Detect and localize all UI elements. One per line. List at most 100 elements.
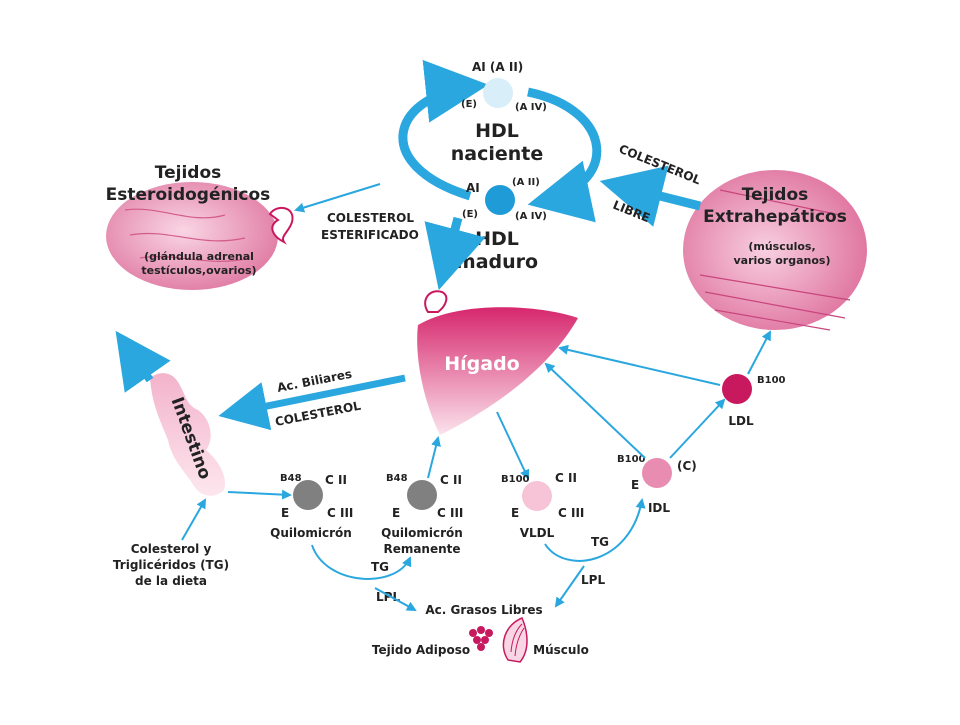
hdl-cycle-arrow-right	[527, 87, 602, 223]
idl-label: IDL	[648, 501, 670, 515]
ldl-b100: B100	[757, 375, 786, 386]
bile-arrow	[218, 374, 406, 431]
vldl-c3: C III	[558, 506, 584, 520]
vldl-particle	[522, 481, 552, 511]
ldl-to-extrahepatic-arrow	[747, 330, 771, 375]
steroid-sub-2: testículos,ovarios)	[141, 264, 256, 277]
vldl-b100: B100	[501, 474, 530, 485]
adipose-cell	[477, 643, 485, 651]
muscle-shape	[502, 617, 528, 663]
steroid-title-2: Esteroidogénicos	[106, 185, 271, 205]
fatty-acids-label: Ac. Grasos Libres	[425, 603, 542, 617]
idl-particle	[642, 458, 672, 488]
intestine-shape	[150, 373, 226, 496]
adipose-cell	[477, 626, 485, 634]
diet-label-2: Triglicéridos (TG)	[113, 558, 229, 572]
chylomicron-c2: C II	[325, 473, 347, 487]
muscle-outline	[502, 617, 528, 663]
vldl-lpl-label: LPL	[581, 573, 605, 587]
ldl-to-liver-arrow	[558, 344, 721, 386]
liver-label: Hígado	[444, 353, 520, 375]
hdl-mature-apo-e: (E)	[462, 209, 478, 220]
esterified-label-2: ESTERIFICADO	[321, 228, 419, 242]
chylomicron-c3: C III	[327, 506, 353, 520]
liver-shape	[417, 307, 578, 435]
liver-to-vldl-arrow	[496, 411, 530, 480]
diet-label-1: Colesterol y	[131, 542, 212, 556]
adipose-cell	[481, 636, 489, 644]
excretion-arrow	[115, 330, 171, 393]
chylo-tg-label: TG	[371, 560, 389, 574]
idl-to-ldl-arrow	[669, 398, 726, 459]
hdl-mature-apo-a4: (A IV)	[515, 211, 547, 222]
remnant-b48: B48	[386, 473, 408, 484]
chylo-lpl-label: LPL	[376, 590, 400, 604]
vldl-label: VLDL	[520, 526, 555, 540]
extrahepatic-tissue-texture	[699, 189, 851, 331]
free-cholesterol-label-2: LIBRE	[611, 198, 652, 225]
esterified-cholesterol-arrow	[294, 183, 381, 213]
steroid-receptor-shape	[268, 206, 294, 245]
idl-b100: B100	[617, 454, 646, 465]
ldl-particle	[722, 374, 752, 404]
extrahepatic-title-2: Extrahepáticos	[703, 207, 847, 227]
hdl-nascent-apo-e: (E)	[461, 99, 477, 110]
steroid-title-1: Tejidos	[155, 163, 222, 183]
free-cholesterol-arrow	[599, 165, 702, 227]
extrahepatic-title-1: Tejidos	[742, 185, 809, 205]
chylomicron-particle	[293, 480, 323, 510]
intestine-to-chylomicron-arrow	[227, 489, 292, 500]
vldl-fatty-acid-arrow	[554, 565, 585, 608]
remnant-particle	[407, 480, 437, 510]
muscle-fibers	[510, 623, 525, 657]
chylomicron-e: E	[281, 506, 289, 520]
chylo-fatty-acid-arrow	[374, 587, 417, 611]
extrahepatic-sub-2: varios organos)	[734, 254, 831, 267]
remnant-to-liver-arrow	[427, 436, 441, 479]
chylomicron-label: Quilomicrón	[270, 526, 352, 540]
hdl-mature-apo-a2: (A II)	[512, 177, 540, 188]
extrahepatic-sub-1: (músculos,	[748, 240, 815, 253]
gallbladder-shape	[424, 290, 448, 313]
steroid-tissue-shape	[106, 182, 278, 290]
diet-arrow	[181, 498, 206, 541]
remnant-c3: C III	[437, 506, 463, 520]
hdl-mature-particle	[485, 185, 515, 215]
idl-c: (C)	[677, 459, 697, 473]
remnant-label-1: Quilomicrón	[381, 526, 463, 540]
hdl-mature-label-2: maduro	[456, 251, 538, 273]
hdl-nascent-label-1: HDL	[475, 120, 519, 142]
intestine: Intestino	[150, 373, 226, 496]
adipose-cluster	[469, 626, 493, 651]
hdl-nascent-particle	[483, 78, 513, 108]
chylomicron-lpl-arrow	[311, 544, 412, 580]
hdl-nascent-apos-top: AI (A II)	[472, 60, 523, 74]
remnant-e: E	[392, 506, 400, 520]
idl-to-liver-arrow	[544, 362, 646, 459]
hdl-mature-apo-ai: AI	[466, 181, 480, 195]
free-cholesterol-label-1: COLESTEROL	[617, 142, 703, 188]
extrahepatic-tissue-shape	[683, 170, 867, 330]
vldl-e: E	[511, 506, 519, 520]
esterified-label-1: COLESTEROL	[327, 211, 414, 225]
steroid-sub-1: (glándula adrenal	[144, 250, 254, 263]
extrahepatic-tissue: Tejidos Extrahepáticos (músculos, varios…	[683, 170, 867, 331]
ldl-label: LDL	[728, 414, 754, 428]
adipose-cell	[469, 629, 477, 637]
remnant-label-2: Remanente	[383, 542, 460, 556]
vldl-lpl-arrow	[544, 498, 646, 562]
muscle-label: Músculo	[533, 643, 589, 657]
vldl-tg-label: TG	[591, 535, 609, 549]
adipose-cell	[485, 629, 493, 637]
steroid-tissue-texture	[124, 208, 251, 262]
hdl-nascent-label-2: naciente	[451, 143, 544, 165]
hdl-to-liver-arrow	[424, 216, 486, 291]
hdl-nascent-apo-a4: (A IV)	[515, 102, 547, 113]
adipose-cell	[473, 636, 481, 644]
hdl-cycle-arrow-left	[398, 59, 489, 201]
remnant-c2: C II	[440, 473, 462, 487]
steroid-tissue: Tejidos Esteroidogénicos (glándula adren…	[106, 163, 294, 290]
diet-label-3: de la dieta	[135, 574, 207, 588]
